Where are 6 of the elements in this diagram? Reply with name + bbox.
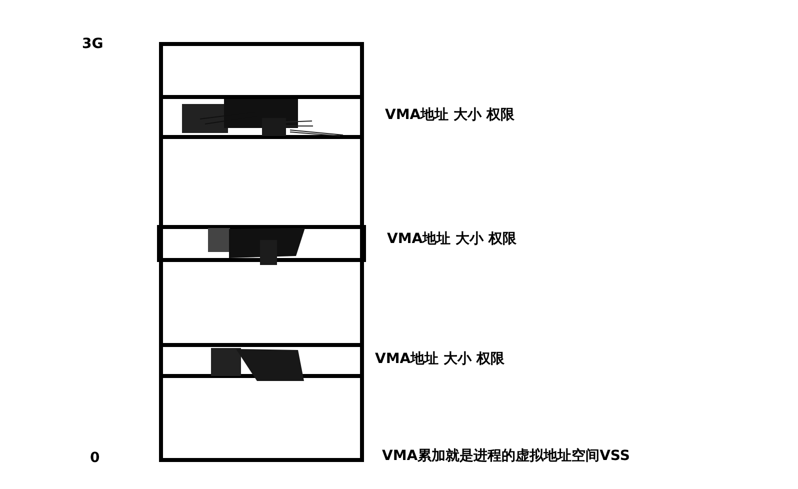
address-label: 3G [82, 36, 104, 53]
address-label: 0 [90, 450, 100, 467]
region-description: VMA地址 大小 权限 [387, 231, 516, 248]
note-text: VMA累加就是进程的虚拟地址空间VSS [382, 448, 630, 465]
region-description: VMA地址 大小 权限 [385, 107, 514, 124]
region-description: VMA地址 大小 权限 [375, 351, 504, 368]
